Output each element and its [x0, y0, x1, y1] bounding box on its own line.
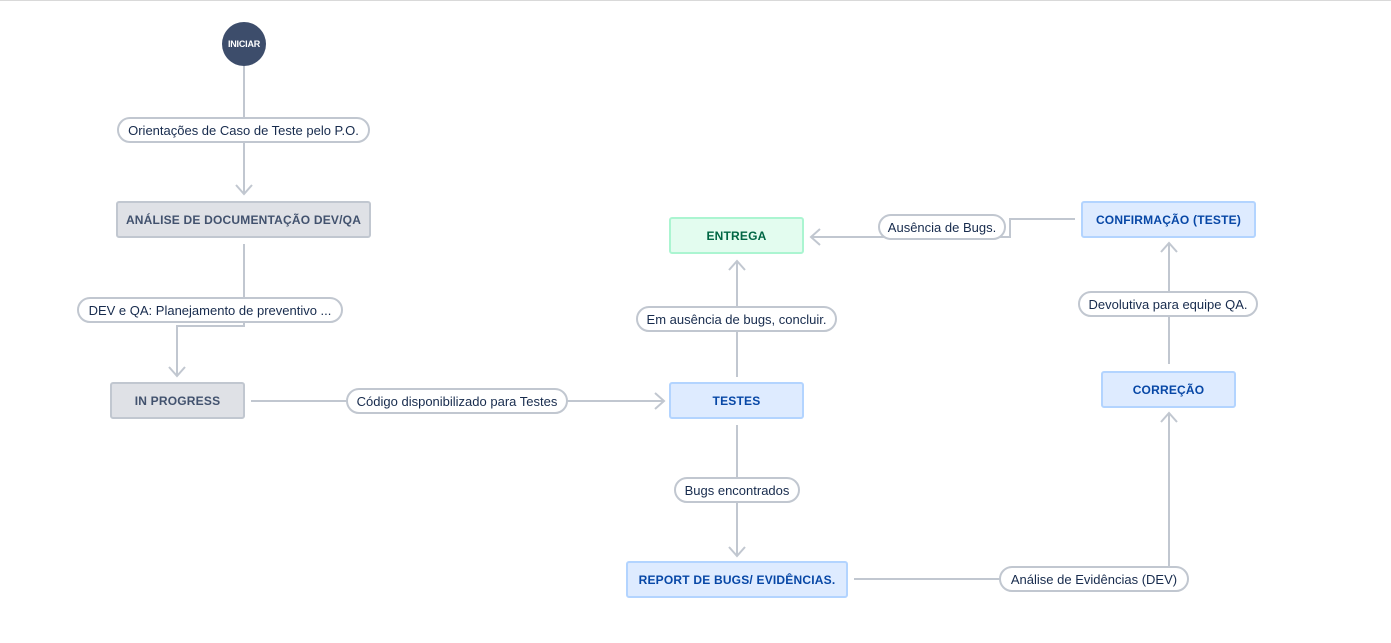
arrowhead-analise [235, 184, 253, 196]
transition-codigo-disponibilizado[interactable]: Código disponibilizado para Testes [346, 388, 568, 414]
status-in-progress[interactable]: IN PROGRESS [110, 382, 245, 419]
transition-orientacoes[interactable]: Orientações de Caso de Teste pelo P.O. [117, 117, 370, 143]
transition-planejamento[interactable]: DEV e QA: Planejamento de preventivo ... [77, 297, 343, 323]
status-confirmacao-teste[interactable]: CONFIRMAÇÃO (TESTE) [1081, 201, 1256, 238]
top-border [0, 0, 1391, 1]
transition-analise-evidencias[interactable]: Análise de Evidências (DEV) [999, 566, 1189, 592]
status-entrega[interactable]: ENTREGA [669, 217, 804, 254]
arrowhead-entrega-left [809, 228, 821, 246]
arrowhead-report [728, 546, 746, 558]
status-analise-documentacao[interactable]: ANÁLISE DE DOCUMENTAÇÃO DEV/QA [116, 201, 371, 238]
status-report-bugs[interactable]: REPORT DE BUGS/ EVIDÊNCIAS. [626, 561, 848, 598]
status-testes[interactable]: TESTES [669, 382, 804, 419]
transition-em-ausencia[interactable]: Em ausência de bugs, concluir. [636, 306, 837, 332]
transition-ausencia-bugs[interactable]: Ausência de Bugs. [878, 214, 1006, 240]
arrowhead-inprogress [168, 366, 186, 378]
arrowhead-testes [654, 392, 666, 410]
connector-analise-inprogress [176, 244, 245, 376]
start-node[interactable]: INICIAR [222, 22, 266, 66]
arrowhead-correcao [1160, 411, 1178, 423]
transition-bugs-encontrados[interactable]: Bugs encontrados [674, 477, 800, 503]
connector-report-correcao [854, 413, 1170, 580]
transition-devolutiva[interactable]: Devolutiva para equipe QA. [1078, 291, 1258, 317]
arrowhead-confirmacao [1160, 241, 1178, 253]
status-correcao[interactable]: CORREÇÃO [1101, 371, 1236, 408]
arrowhead-entrega-up [728, 259, 746, 271]
